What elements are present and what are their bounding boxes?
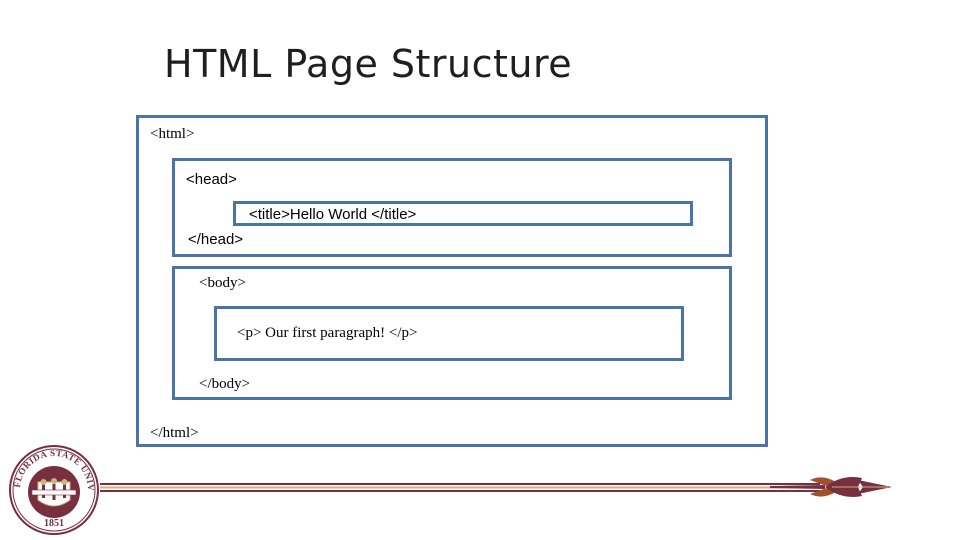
html-open-tag: <html>	[150, 126, 195, 142]
title-element-box	[233, 201, 693, 226]
slide-title: HTML Page Structure	[164, 42, 573, 86]
paragraph-element-box	[214, 306, 684, 361]
spear-icon	[770, 477, 892, 497]
head-open-tag: <head>	[186, 171, 237, 188]
footer-divider-line	[100, 483, 820, 492]
university-seal-logo: FLORIDA STATE UNIVERSITY 1851	[8, 444, 99, 535]
title-tag: <title>Hello World </title>	[249, 206, 417, 223]
head-close-tag: </head>	[188, 231, 244, 248]
paragraph-tag: <p> Our first paragraph! </p>	[237, 325, 418, 341]
body-open-tag: <body>	[199, 275, 246, 291]
html-close-tag: </html>	[150, 425, 199, 441]
svg-text:1851: 1851	[44, 518, 64, 529]
body-close-tag: </body>	[199, 376, 251, 392]
